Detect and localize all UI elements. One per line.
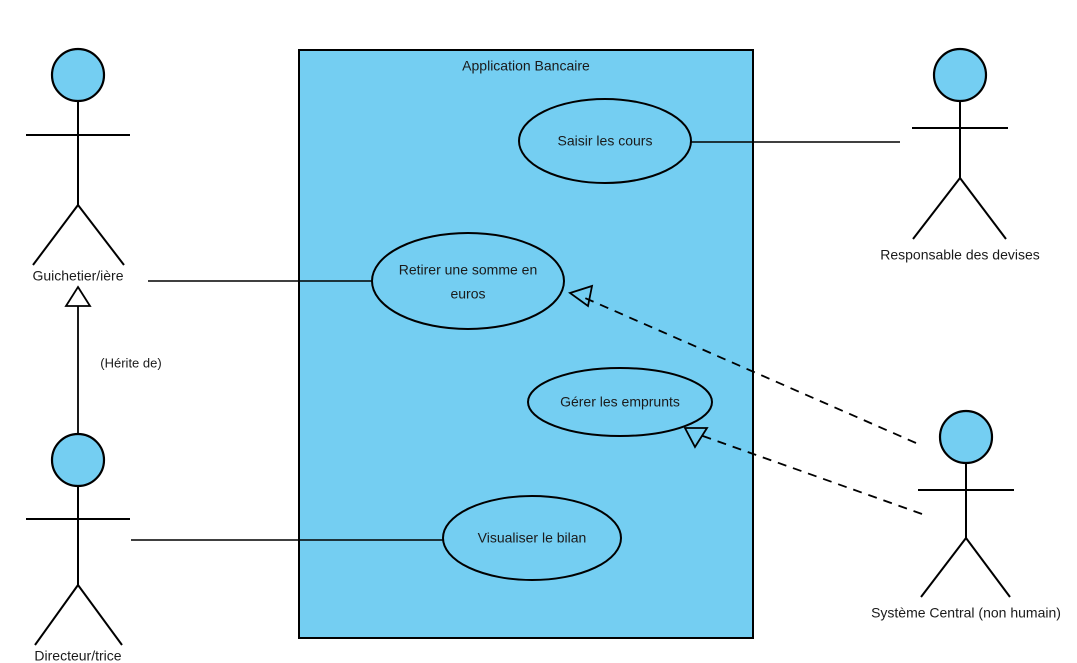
actor-leg-right-icon <box>965 537 1011 598</box>
actor-leg-left-icon <box>32 204 79 266</box>
actor-leg-left-icon <box>912 177 961 240</box>
actor-responsable-devises[interactable]: Responsable des devises <box>880 47 1040 263</box>
use-case-visualiser-le-bilan[interactable]: Visualiser le bilan <box>442 495 622 581</box>
use-case-label-line1: Retirer une somme en <box>399 262 538 278</box>
actor-head-icon <box>932 47 988 103</box>
actor-head-icon <box>50 432 106 488</box>
dependency-systeme-central-retirer[interactable] <box>584 297 917 444</box>
actor-leg-right-icon <box>77 204 125 266</box>
use-case-label-line2: euros <box>450 286 485 302</box>
actor-head-icon <box>938 409 994 465</box>
actor-guichetier[interactable]: Guichetier/ière <box>26 47 130 284</box>
generalization-directeur-guichetier[interactable]: (Hérite de) <box>64 285 162 437</box>
actor-leg-left-icon <box>34 584 79 646</box>
actor-label: Système Central (non humain) <box>871 605 1061 621</box>
actor-leg-right-icon <box>959 177 1007 240</box>
use-case-saisir-les-cours[interactable]: Saisir les cours <box>518 98 692 184</box>
actor-head-icon <box>50 47 106 103</box>
dependency-lines <box>568 284 923 515</box>
actor-label: Directeur/trice <box>34 648 121 663</box>
actor-systeme-central[interactable]: Système Central (non humain) <box>871 409 1061 621</box>
use-case-ellipse[interactable] <box>371 232 565 330</box>
association-lines <box>131 141 900 541</box>
use-case-label: Gérer les emprunts <box>560 394 680 410</box>
use-case-ellipse[interactable] <box>442 495 622 581</box>
actor-directeur[interactable]: Directeur/trice <box>26 432 130 663</box>
system-boundary-title: Application Bancaire <box>462 58 590 74</box>
dependency-arrowhead-gerer <box>683 427 709 449</box>
dependency-arrowhead-retirer <box>568 284 594 308</box>
generalization-label: (Hérite de) <box>100 355 161 370</box>
use-case-ellipse[interactable] <box>527 367 713 437</box>
use-case-retirer-une-somme-en-euros[interactable]: Retirer une somme en euros <box>371 232 565 330</box>
actor-leg-left-icon <box>920 537 967 598</box>
use-case-label: Saisir les cours <box>558 133 653 149</box>
actor-leg-right-icon <box>77 584 123 646</box>
use-case-ellipse[interactable] <box>518 98 692 184</box>
generalization-arrowhead-icon <box>64 285 92 307</box>
use-case-label: Visualiser le bilan <box>478 530 587 546</box>
actor-label: Responsable des devises <box>880 247 1040 263</box>
dependency-systeme-central-gerer[interactable] <box>699 434 923 515</box>
use-case-gerer-les-emprunts[interactable]: Gérer les emprunts <box>527 367 713 437</box>
actor-label: Guichetier/ière <box>32 268 123 284</box>
